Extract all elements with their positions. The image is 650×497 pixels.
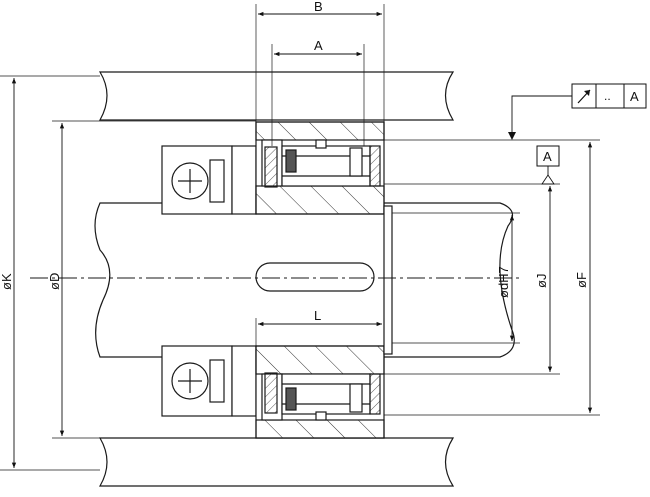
tolerance-datum: A (630, 89, 639, 104)
tolerance-frame: .. A (508, 83, 647, 140)
tolerance-leader (511, 95, 572, 138)
keyway-slot (255, 262, 375, 292)
dim-label-J: øJ (534, 274, 549, 288)
housing-top (98, 71, 455, 121)
dim-label-B: B (314, 0, 323, 14)
left-flange (161, 145, 257, 417)
dim-label-D: øD (47, 273, 62, 290)
runout-arrow-icon (577, 89, 591, 104)
bolt-head-top (171, 159, 225, 203)
dim-label-F: øF (574, 272, 589, 288)
housing-bottom (98, 437, 455, 487)
tolerance-value: .. (604, 89, 611, 103)
lower-bearing (255, 345, 385, 439)
dim-label-L: L (314, 308, 321, 323)
upper-bearing (255, 121, 385, 215)
datum-marker: A (536, 145, 560, 185)
datum-label: A (543, 149, 552, 164)
extension-lines (0, 4, 600, 471)
dim-label-dH7: ødH7 (496, 266, 511, 298)
retaining-ring (383, 205, 393, 355)
bolt-head-bottom (171, 359, 225, 403)
dim-label-K: øK (0, 273, 14, 290)
dim-label-A: A (314, 38, 323, 53)
